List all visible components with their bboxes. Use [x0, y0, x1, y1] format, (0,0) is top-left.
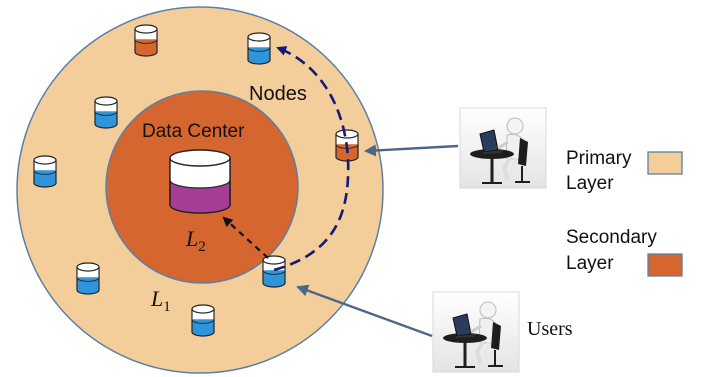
legend: Primary Layer Secondary Layer	[566, 148, 683, 277]
legend-secondary-line1: Secondary	[566, 227, 657, 248]
nodes-group	[33, 24, 359, 337]
legend-primary-line2: Layer	[566, 173, 614, 194]
nodes-label: Nodes	[249, 83, 307, 105]
storage-node-icon	[247, 32, 271, 65]
storage-node-icon	[94, 96, 118, 129]
user-at-laptop-icon	[432, 291, 520, 373]
users-label: Users	[527, 318, 573, 340]
legend-secondary-swatch	[647, 253, 683, 277]
node-link-arc	[273, 46, 350, 272]
storage-node-icon	[134, 24, 158, 57]
l2-label: L2	[185, 226, 206, 255]
user-arrow-secondary	[296, 284, 433, 338]
offload-arrow	[222, 216, 269, 259]
user-arrow-primary	[364, 144, 459, 157]
legend-primary-swatch	[647, 151, 683, 175]
legend-primary-line1: Primary	[566, 148, 632, 169]
users-group	[432, 107, 547, 373]
storage-node-icon	[76, 262, 100, 295]
storage-node-icon	[33, 155, 57, 188]
l1-label: L1	[150, 286, 171, 315]
data-center-label: Data Center	[142, 121, 245, 142]
datacenter-cylinder-icon	[169, 149, 231, 214]
storage-node-icon	[262, 255, 286, 288]
legend-secondary-line2: Layer	[566, 253, 614, 274]
user-at-laptop-icon	[459, 107, 547, 189]
storage-node-icon	[191, 304, 215, 337]
